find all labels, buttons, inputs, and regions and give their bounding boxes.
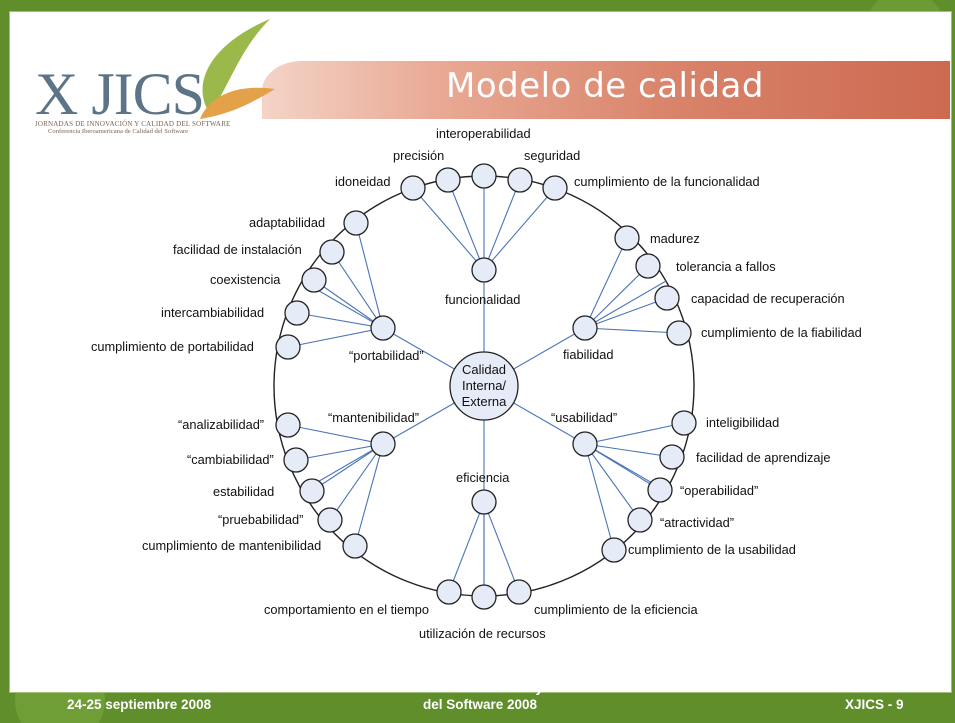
hub-label-funcionalidad: funcionalidad xyxy=(445,292,521,307)
node-madurez xyxy=(614,225,640,251)
node-facilidad-aprendizaje xyxy=(659,444,685,470)
node-inteligibilidad xyxy=(671,410,697,436)
label-facilidad-aprendizaje: facilidad de aprendizaje xyxy=(696,450,831,465)
node-intercambiabilidad xyxy=(284,300,310,326)
label-adaptabilidad: adaptabilidad xyxy=(249,215,326,230)
center-label-line3: Externa xyxy=(461,394,507,409)
label-idoneidad: idoneidad xyxy=(335,174,391,189)
label-analizabilidad: “analizabilidad” xyxy=(178,417,265,432)
label-cumplimiento-funcionalidad: cumplimiento de la funcionalidad xyxy=(574,174,760,189)
label-coexistencia: coexistencia xyxy=(210,272,281,287)
label-cumplimiento-usabilidad: cumplimiento de la usabilidad xyxy=(628,542,796,557)
footer-event-line2: del Software 2008 xyxy=(422,697,538,712)
label-cumplimiento-mantenibilidad: cumplimiento de mantenibilidad xyxy=(142,538,322,553)
node-cumplimiento-funcionalidad xyxy=(542,175,568,201)
title-bar xyxy=(262,61,950,119)
footer-date: 24-25 septiembre 2008 xyxy=(67,697,212,712)
node-seguridad xyxy=(507,167,533,193)
logo-text: X JICS xyxy=(35,61,205,127)
node-tolerancia-fallos xyxy=(635,253,661,279)
node-precision xyxy=(435,167,461,193)
node-interoperabilidad xyxy=(471,163,497,189)
hub-funcionalidad xyxy=(471,257,497,283)
label-atractividad: “atractividad” xyxy=(660,515,734,530)
node-utilizacion-recursos xyxy=(471,584,497,610)
node-coexistencia xyxy=(301,267,327,293)
node-cumplimiento-mantenibilidad xyxy=(342,533,368,559)
label-estabilidad: estabilidad xyxy=(213,484,275,499)
label-interoperabilidad: interoperabilidad xyxy=(436,126,531,141)
hub-fiabilidad xyxy=(572,315,598,341)
node-comportamiento-tiempo xyxy=(436,579,462,605)
label-capacidad-recuperacion: capacidad de recuperación xyxy=(691,291,845,306)
label-pruebabilidad: “pruebabilidad” xyxy=(218,512,304,527)
label-cumplimiento-fiabilidad: cumplimiento de la fiabilidad xyxy=(701,325,862,340)
node-adaptabilidad xyxy=(343,210,369,236)
node-analizabilidad xyxy=(275,412,301,438)
slide-title: Modelo de calidad xyxy=(446,66,764,106)
label-tolerancia-fallos: tolerancia a fallos xyxy=(676,259,776,274)
label-cambiabilidad: “cambiabilidad” xyxy=(187,452,274,467)
hub-label-usabilidad: “usabilidad” xyxy=(551,410,618,425)
hub-label-mantenibilidad: “mantenibilidad” xyxy=(328,410,420,425)
label-seguridad: seguridad xyxy=(524,148,581,163)
center-label-line1: Calidad xyxy=(461,362,507,377)
label-facilidad-instalacion: facilidad de instalación xyxy=(173,242,302,257)
logo-subtitle: JORNADAS DE INNOVACIÓN Y CALIDAD DEL SOF… xyxy=(35,120,231,128)
node-capacidad-recuperacion xyxy=(654,285,680,311)
label-comportamiento-tiempo: comportamiento en el tiempo xyxy=(264,602,430,617)
label-cumplimiento-eficiencia: cumplimiento de la eficiencia xyxy=(534,602,698,617)
label-operabilidad: “operabilidad” xyxy=(680,483,759,498)
node-cumplimiento-eficiencia xyxy=(506,579,532,605)
hub-mantenibilidad xyxy=(370,431,396,457)
node-estabilidad xyxy=(299,478,325,504)
footer-event-line1: X Jornadas de Innovación y Calidad xyxy=(364,680,596,695)
node-cumplimiento-fiabilidad xyxy=(666,320,692,346)
node-facilidad-instalacion xyxy=(319,239,345,265)
node-pruebabilidad xyxy=(317,507,343,533)
footer-slide-number: XJICS - 9 xyxy=(845,697,904,712)
logo-leaf-icon xyxy=(200,19,275,119)
label-madurez: madurez xyxy=(650,231,700,246)
label-utilizacion-recursos: utilización de recursos xyxy=(419,626,546,641)
center-label-line2: Interna/ xyxy=(461,378,507,393)
label-inteligibilidad: inteligibilidad xyxy=(706,415,780,430)
node-atractividad xyxy=(627,507,653,533)
label-precision: precisión xyxy=(393,148,445,163)
hub-portabilidad xyxy=(370,315,396,341)
hub-label-eficiencia: eficiencia xyxy=(456,470,510,485)
node-cumplimiento-portabilidad xyxy=(275,334,301,360)
hub-label-fiabilidad: fiabilidad xyxy=(563,347,614,362)
node-cambiabilidad xyxy=(283,447,309,473)
logo-tagline: Conferencia Iberoamericana de Calidad de… xyxy=(48,128,189,135)
hub-label-portabilidad: “portabilidad” xyxy=(349,348,424,363)
node-idoneidad xyxy=(400,175,426,201)
node-operabilidad xyxy=(647,477,673,503)
label-cumplimiento-portabilidad: cumplimiento de portabilidad xyxy=(91,339,254,354)
center-node xyxy=(449,351,519,421)
hub-usabilidad xyxy=(572,431,598,457)
hub-eficiencia xyxy=(471,489,497,515)
node-cumplimiento-usabilidad xyxy=(601,537,627,563)
label-intercambiabilidad: intercambiabilidad xyxy=(161,305,265,320)
